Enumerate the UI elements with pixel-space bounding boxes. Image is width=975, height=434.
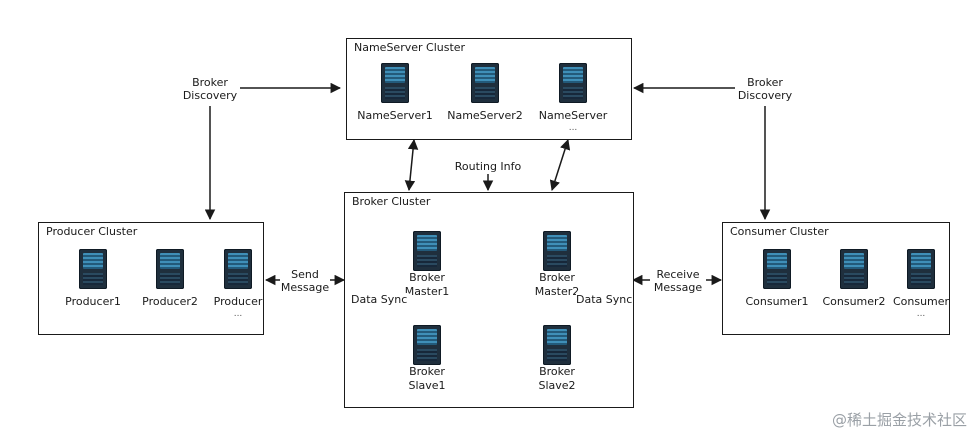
flow-label-line1: Send [291, 268, 319, 281]
server-label: Broker [539, 365, 575, 378]
consumer-cluster: Consumer Cluster Consumer1 Consumer2 Con… [722, 222, 950, 335]
server-ellipsis: ... [916, 309, 926, 319]
server-label: Broker [409, 365, 445, 378]
broker-slave-2: Broker Slave2 [512, 365, 602, 393]
server-label: NameServer1 [357, 109, 433, 122]
flow-label-line2: Message [280, 281, 330, 294]
server-icon [156, 249, 184, 289]
server-icon [840, 249, 868, 289]
server-icon [413, 325, 441, 365]
send-message-label: Send Message [280, 268, 330, 294]
routing-info-label: Routing Info [452, 160, 524, 173]
broker-discovery-left-label: Broker Discovery [180, 76, 240, 102]
nameserver-1: NameServer1 [350, 109, 440, 123]
server-label: NameServer [538, 109, 608, 122]
server-icon [471, 63, 499, 103]
server-icon [79, 249, 107, 289]
consumer-1: Consumer1 [732, 295, 822, 309]
consumer-cluster-title: Consumer Cluster [730, 225, 829, 238]
server-icon [543, 231, 571, 271]
broker-cluster-title: Broker Cluster [352, 195, 431, 208]
flow-label-line1: Broker [192, 76, 228, 89]
server-label: Producer [213, 295, 263, 308]
flow-label-line1: Receive [656, 268, 700, 281]
nameserver-2: NameServer2 [440, 109, 530, 123]
server-ellipsis: ... [568, 123, 578, 133]
flow-label-line2: Discovery [737, 89, 793, 102]
server-icon [763, 249, 791, 289]
data-sync-right-label: Data Sync [576, 293, 633, 306]
broker-discovery-right-label: Broker Discovery [735, 76, 795, 102]
arrow-nameserver-broker-left [404, 138, 419, 192]
server-label-2: Master2 [534, 285, 580, 298]
producer-1: Producer1 [48, 295, 138, 309]
server-icon [413, 231, 441, 271]
consumer-2: Consumer2 [809, 295, 899, 309]
server-label: Producer2 [142, 295, 198, 308]
server-label: Producer1 [65, 295, 121, 308]
flow-label-line1: Broker [747, 76, 783, 89]
producer-cluster-title: Producer Cluster [46, 225, 138, 238]
flow-label-line2: Message [653, 281, 703, 294]
server-label: NameServer2 [447, 109, 523, 122]
server-label-2: Slave2 [538, 379, 576, 392]
nameserver-cluster-title: NameServer Cluster [354, 41, 466, 54]
server-label-2: Master1 [404, 285, 450, 298]
flow-label-line2: Discovery [182, 89, 238, 102]
server-icon [224, 249, 252, 289]
nameserver-cluster: NameServer Cluster NameServer1 NameServe… [346, 38, 632, 140]
server-label: Broker [409, 271, 445, 284]
arrow-nameserver-broker-right [549, 138, 571, 192]
server-icon [381, 63, 409, 103]
server-ellipsis: ... [233, 309, 243, 319]
broker-slave-1: Broker Slave1 [382, 365, 472, 393]
server-label: Consumer1 [745, 295, 809, 308]
broker-master-1: Broker Master1 [382, 271, 472, 299]
server-icon [543, 325, 571, 365]
nameserver-n: NameServer ... [528, 109, 618, 133]
server-icon [559, 63, 587, 103]
server-label: Consumer2 [822, 295, 886, 308]
server-label: Consumer [892, 295, 950, 308]
broker-master-2: Broker Master2 [512, 271, 602, 299]
watermark: @稀土掘金技术社区 [831, 411, 967, 429]
producer-cluster: Producer Cluster Producer1 Producer2 Pro… [38, 222, 264, 335]
server-label: Broker [539, 271, 575, 284]
consumer-n: Consumer ... [876, 295, 966, 319]
receive-message-label: Receive Message [650, 268, 706, 294]
data-sync-left-label: Data Sync [351, 293, 408, 306]
server-icon [907, 249, 935, 289]
server-label-2: Slave1 [408, 379, 446, 392]
producer-n: Producer ... [193, 295, 283, 319]
producer-2: Producer2 [125, 295, 215, 309]
